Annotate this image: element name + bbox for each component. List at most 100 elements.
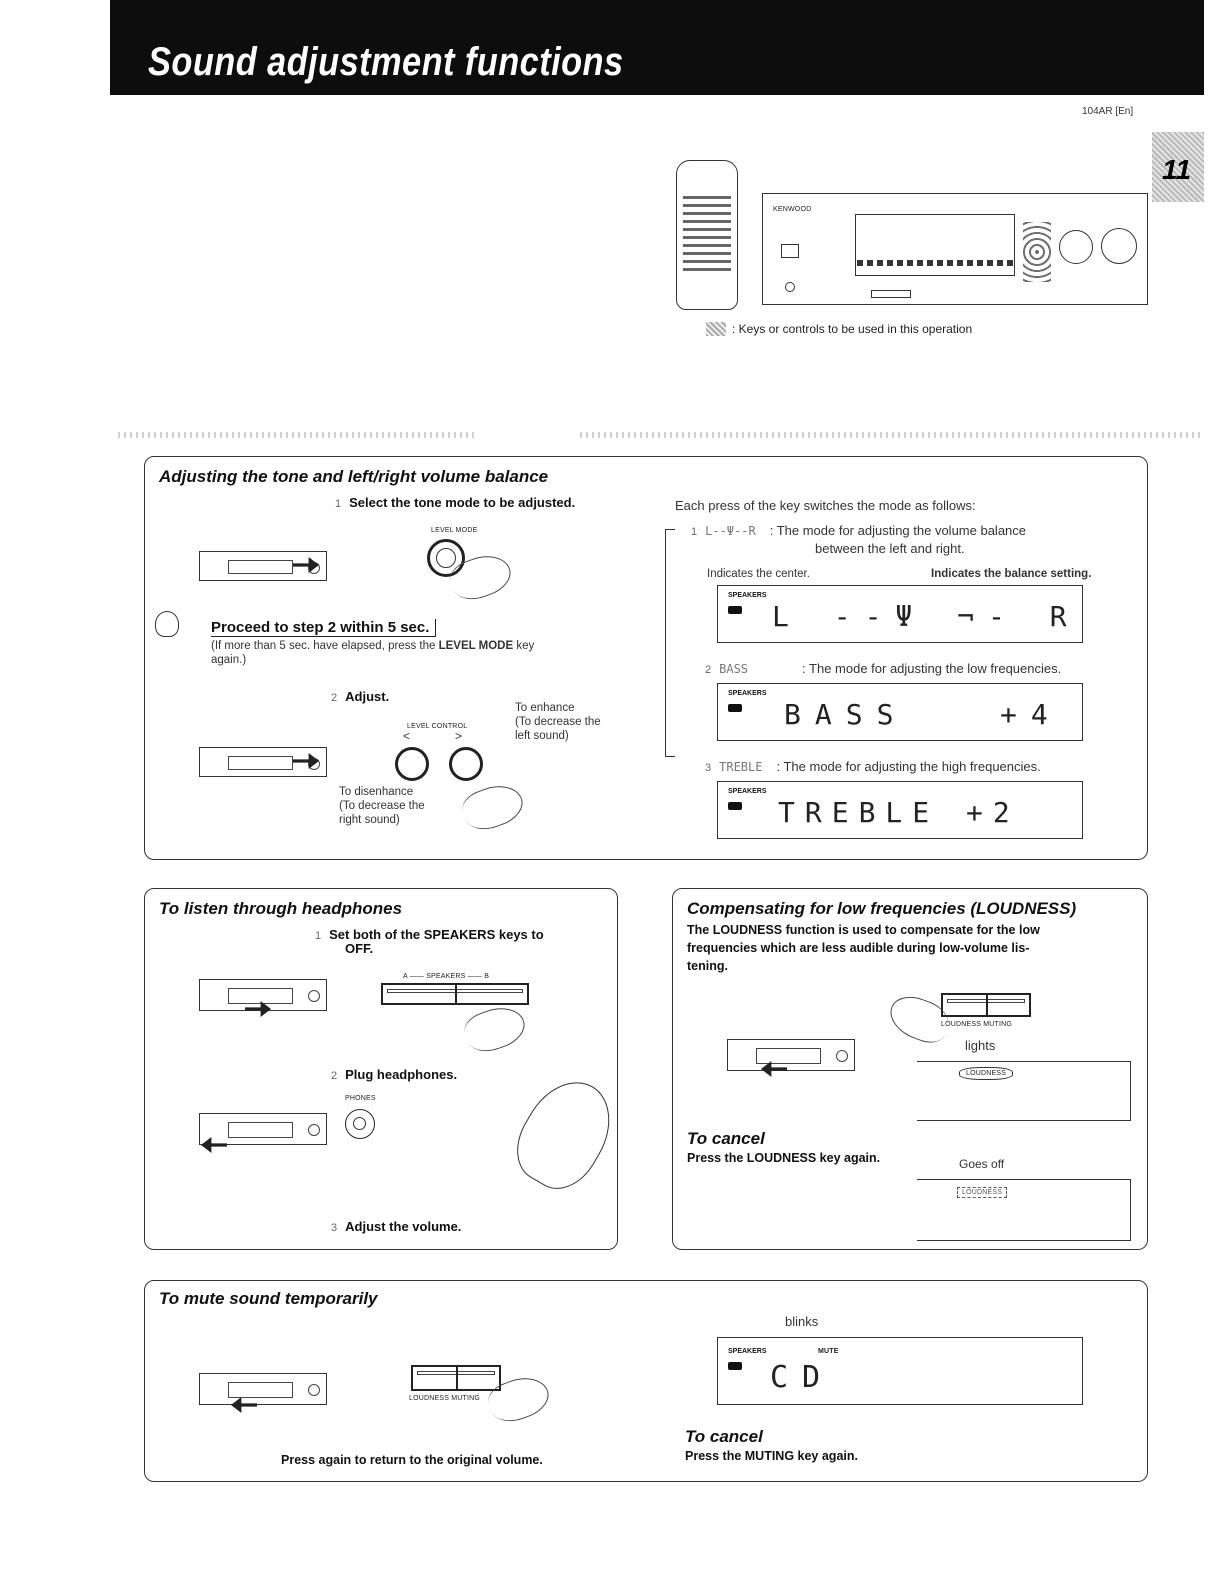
speakers-a-badge-4 bbox=[728, 1362, 742, 1370]
phones-label: PHONES bbox=[345, 1095, 376, 1102]
receiver-icon-4 bbox=[199, 1113, 327, 1145]
blinks-label: blinks bbox=[785, 1314, 819, 1329]
page-tab-shade bbox=[1152, 132, 1204, 202]
headphone-jack-shape bbox=[785, 282, 795, 292]
page-title: Sound adjustment functions bbox=[148, 40, 624, 84]
receiver-icon bbox=[199, 551, 327, 581]
legend-text: : Keys or controls to be used in this op… bbox=[732, 322, 973, 336]
loudness-title: Compensating for low frequencies (LOUDNE… bbox=[687, 899, 1077, 918]
page-number: 11 bbox=[1162, 154, 1192, 185]
mute-indicator: MUTE bbox=[818, 1348, 839, 1355]
doc-code: 104AR [En] bbox=[1082, 106, 1134, 117]
mute-cancel-text: Press the MUTING key again. bbox=[685, 1449, 858, 1463]
proceed-note: (If more than 5 sec. have elapsed, press… bbox=[211, 640, 535, 652]
speakers-a-badge-3 bbox=[728, 802, 742, 810]
page-tab: 11 bbox=[1152, 132, 1204, 202]
speakers-keys[interactable] bbox=[381, 983, 529, 1005]
enhance-sub: (To decrease the bbox=[515, 716, 601, 728]
mode-1-line-2: between the left and right. bbox=[815, 541, 965, 556]
mute-cancel-title: To cancel bbox=[685, 1427, 763, 1446]
indicates-center: Indicates the center. bbox=[707, 568, 810, 580]
front-panel-keys bbox=[857, 260, 1013, 266]
headphones-step-1-line-2: OFF. bbox=[345, 941, 374, 956]
speakers-a-badge bbox=[728, 606, 742, 614]
balance-display: SPEAKERS L --Ψ ¬- R bbox=[717, 585, 1083, 643]
proceed-step-2-label: Proceed to step 2 within 5 sec. bbox=[211, 619, 437, 637]
loudness-description-3: tening. bbox=[687, 959, 728, 973]
balance-display-text: L --Ψ ¬- R bbox=[772, 600, 1081, 633]
receiver-icon-5 bbox=[727, 1039, 855, 1071]
power-button-shape bbox=[781, 244, 799, 258]
speakers-a-badge-2 bbox=[728, 704, 742, 712]
loudness-display-off bbox=[917, 1179, 1131, 1241]
proceed-note-again: again.) bbox=[211, 654, 247, 666]
treble-display-text: TREBLE +2 bbox=[778, 796, 1020, 829]
front-panel-display bbox=[855, 214, 1015, 276]
goes-off-label: Goes off bbox=[959, 1157, 1005, 1171]
loudness-description-1: The LOUDNESS function is used to compens… bbox=[687, 923, 1040, 937]
level-control-left-key[interactable] bbox=[395, 747, 429, 781]
loudness-muting-keys[interactable] bbox=[941, 993, 1031, 1017]
brand-label: KENWOOD bbox=[773, 206, 812, 213]
left-arrow-icon: < bbox=[403, 729, 411, 743]
loudness-panel: Compensating for low frequencies (LOUDNE… bbox=[672, 888, 1148, 1250]
header-bar bbox=[110, 0, 1204, 95]
bass-display-text: BASS +4 bbox=[784, 698, 1062, 731]
disenhance-sub2: right sound) bbox=[339, 814, 400, 826]
loudness-indicator-off: LOUDNESS bbox=[957, 1187, 1008, 1198]
phones-jack[interactable] bbox=[345, 1109, 375, 1139]
loudness-muting-label: LOUDNESS MUTING bbox=[941, 1021, 1013, 1028]
mute-panel: To mute sound temporarily LOUDNESS MUTIN… bbox=[144, 1280, 1148, 1482]
lightbulb-icon bbox=[155, 611, 179, 637]
lights-label: lights bbox=[965, 1038, 996, 1053]
legend-swatch bbox=[706, 322, 726, 336]
mute-keys-label: LOUDNESS MUTING bbox=[409, 1395, 481, 1402]
enhance-sub2: left sound) bbox=[515, 730, 569, 742]
scan-speckle-left bbox=[118, 432, 478, 438]
loudness-description-2: frequencies which are less audible durin… bbox=[687, 941, 1030, 955]
receiver-front-panel-illustration: KENWOOD bbox=[762, 193, 1148, 305]
treble-display: SPEAKERS TREBLE +2 bbox=[717, 781, 1083, 839]
mute-title: To mute sound temporarily bbox=[159, 1289, 378, 1308]
indicates-balance: Indicates the balance setting. bbox=[931, 568, 1092, 580]
pointing-hand-icon-2 bbox=[457, 777, 529, 837]
level-control-label: LEVEL CONTROL bbox=[407, 723, 468, 730]
speakers-keys-label: A —— SPEAKERS —— B bbox=[403, 973, 490, 980]
front-panel-small-knobs bbox=[1023, 222, 1051, 282]
level-mode-label: LEVEL MODE bbox=[431, 527, 478, 534]
level-mode-key[interactable] bbox=[427, 539, 465, 577]
press-again-text: Press again to return to the original vo… bbox=[281, 1453, 543, 1467]
mode-cycle-bracket bbox=[665, 529, 675, 757]
loudness-cancel-title: To cancel bbox=[687, 1129, 765, 1148]
loudness-indicator-lit: LOUDNESS bbox=[959, 1067, 1014, 1080]
enhance-label: To enhance bbox=[515, 702, 575, 714]
headphones-title: To listen through headphones bbox=[159, 899, 403, 918]
headphones-icon bbox=[502, 1066, 628, 1202]
level-control-right-key[interactable] bbox=[449, 747, 483, 781]
each-press-text: Each press of the key switches the mode … bbox=[675, 498, 976, 513]
pointing-hand-icon-3 bbox=[459, 999, 531, 1059]
right-arrow-icon: > bbox=[455, 729, 463, 743]
tone-balance-panel: Adjusting the tone and left/right volume… bbox=[144, 456, 1148, 860]
remote-control-illustration bbox=[676, 160, 738, 310]
mute-display: SPEAKERS MUTE CD bbox=[717, 1337, 1083, 1405]
disenhance-sub: (To decrease the bbox=[339, 800, 425, 812]
mute-loudness-muting-keys[interactable] bbox=[411, 1365, 501, 1391]
mute-display-text: CD bbox=[770, 1360, 835, 1395]
scan-speckle-right bbox=[580, 432, 1200, 438]
bass-display: SPEAKERS BASS +4 bbox=[717, 683, 1083, 741]
dial-left bbox=[1059, 230, 1093, 264]
loudness-display bbox=[917, 1061, 1131, 1121]
disenhance-label: To disenhance bbox=[339, 786, 414, 798]
remote-keys bbox=[683, 191, 731, 271]
receiver-icon-6 bbox=[199, 1373, 327, 1405]
speakers-keys-shape bbox=[871, 290, 911, 298]
